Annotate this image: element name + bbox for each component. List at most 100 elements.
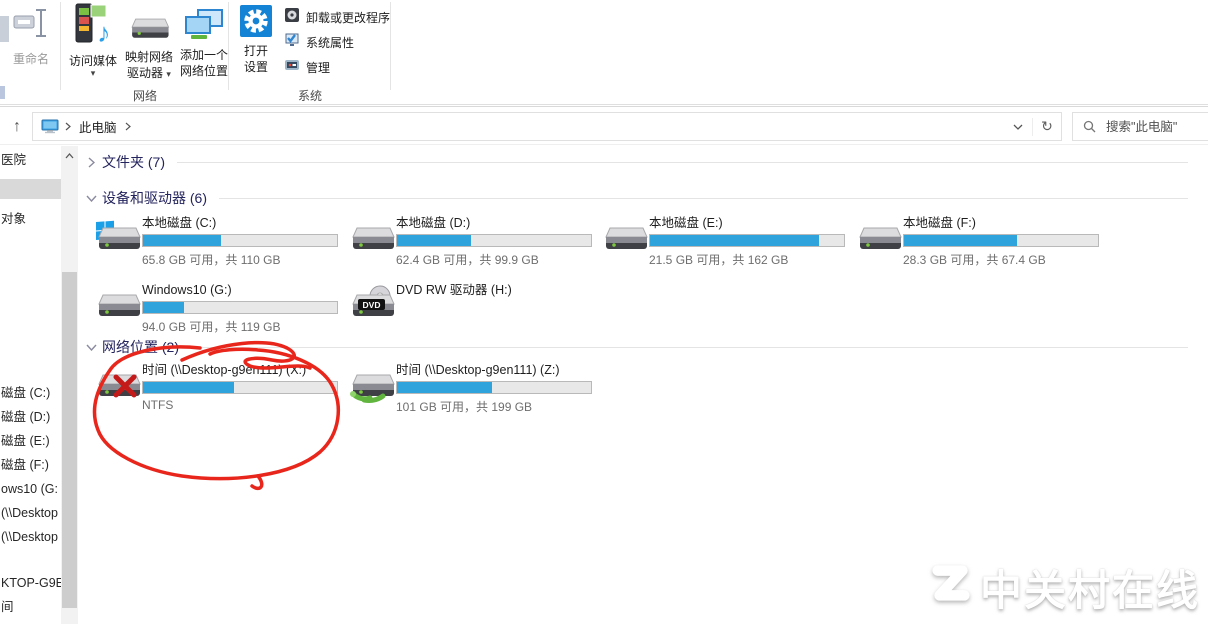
navigate-up-button[interactable]: ↑	[13, 118, 21, 135]
scrollbar-thumb[interactable]	[62, 272, 77, 608]
section-rule	[191, 346, 1188, 348]
drive-tile[interactable]: 本地磁盘 (E:)21.5 GB 可用，共 162 GB	[602, 216, 852, 278]
drive-details: NTFS	[142, 398, 174, 412]
drive-icon	[856, 218, 902, 258]
media-server-icon: ♪	[73, 2, 113, 53]
add-location-label-line1: 添加一个	[179, 48, 228, 62]
net-disconnected-icon	[95, 365, 141, 405]
map-drive-label-line2: 驱动器 ▾	[127, 66, 171, 80]
sidebar-item[interactable]: 磁盘 (D:)	[1, 410, 51, 424]
capacity-bar	[142, 381, 338, 394]
section-header[interactable]: 设备和驱动器 (6)	[84, 188, 1196, 208]
section-header[interactable]: 文件夹 (7)	[84, 152, 1196, 172]
search-box[interactable]	[1072, 112, 1208, 141]
system-group-label: 系统	[297, 89, 322, 103]
sidebar-item[interactable]: 医院	[1, 153, 27, 167]
capacity-bar	[142, 234, 338, 247]
ribbon-separator	[228, 2, 229, 90]
sidebar-scrollbar[interactable]	[61, 146, 78, 624]
search-input[interactable]	[1106, 119, 1206, 134]
add-network-location-button[interactable]: 添加一个 网络位置	[176, 2, 232, 79]
drive-icon	[602, 218, 648, 258]
uninstall-program-button[interactable]: 卸载或更改程序	[284, 6, 390, 28]
address-dropdown-button[interactable]	[1004, 113, 1032, 140]
drive-name: 本地磁盘 (C:)	[142, 216, 217, 230]
svg-text:♪: ♪	[97, 18, 111, 48]
items-view: 文件夹 (7) 设备和驱动器 (6) 本地磁盘 (C:)65.8 GB 可用，共 1…	[78, 146, 1208, 624]
tool-divider	[1032, 117, 1033, 136]
uninstall-label: 卸载或更改程序	[306, 10, 391, 25]
section-rule	[219, 197, 1188, 199]
capacity-bar	[142, 301, 338, 314]
rename-button[interactable]: 重命名	[4, 4, 58, 67]
manage-icon	[284, 57, 300, 78]
sidebar-item[interactable]: (\\Desktop	[1, 530, 58, 544]
drive-tile[interactable]: 时间 (\\Desktop-g9en111) (Z:)101 GB 可用，共 1…	[349, 363, 599, 425]
drive-details: 28.3 GB 可用，共 67.4 GB	[903, 253, 1046, 267]
drive-tile[interactable]: 时间 (\\Desktop-g9en111) (X:) NTFS	[95, 363, 345, 425]
sidebar-item[interactable]	[0, 179, 61, 199]
chevron-down-icon[interactable]	[84, 195, 98, 202]
access-media-button[interactable]: ♪ 访问媒体 ▾	[64, 2, 122, 78]
ribbon: 重命名 ♪ 访问媒体 ▾	[0, 0, 1208, 105]
search-icon	[1083, 120, 1096, 133]
breadcrumb-chevron-icon	[65, 122, 71, 131]
open-settings-label-line1: 打开	[243, 44, 268, 58]
open-settings-button[interactable]: 打开 设置	[234, 5, 278, 75]
clipped-icon-fragment	[0, 16, 9, 42]
drive-name: DVD RW 驱动器 (H:)	[396, 283, 512, 297]
sidebar-item[interactable]: 磁盘 (F:)	[1, 458, 49, 472]
drive-icon	[349, 218, 395, 258]
navigation-pane: 医院对象磁盘 (C:) 磁盘 (D:) 磁盘 (E:) 磁盘 (F:) ows10 (G…	[0, 146, 61, 624]
rename-label: 重命名	[12, 52, 49, 66]
drive-tile[interactable]: 本地磁盘 (C:)65.8 GB 可用，共 110 GB	[95, 216, 345, 278]
drive-name: 本地磁盘 (D:)	[396, 216, 471, 230]
drive-details: 94.0 GB 可用，共 119 GB	[142, 320, 281, 334]
uninstall-icon	[284, 7, 300, 28]
drive-windows-icon	[95, 218, 141, 258]
breadcrumb-this-pc[interactable]: 此电脑	[79, 121, 117, 135]
capacity-bar	[396, 381, 592, 394]
net-connected-icon	[349, 365, 395, 405]
drive-details: 101 GB 可用，共 199 GB	[396, 400, 533, 414]
drive-tile[interactable]: 本地磁盘 (D:)62.4 GB 可用，共 99.9 GB	[349, 216, 599, 278]
open-settings-label-line2: 设置	[243, 60, 268, 74]
section-header[interactable]: 网络位置 (2)	[84, 337, 1196, 357]
section-rule	[177, 161, 1188, 163]
sidebar-item[interactable]: 磁盘 (E:)	[1, 434, 50, 448]
capacity-bar	[649, 234, 845, 247]
scroll-up-arrow-icon[interactable]	[61, 149, 78, 163]
system-properties-button[interactable]: 系统属性	[284, 31, 354, 53]
chevron-down-icon[interactable]	[84, 344, 98, 351]
drive-tile[interactable]: Windows10 (G:)94.0 GB 可用，共 119 GB	[95, 283, 345, 345]
address-bar-row: ↑ 此电脑 ↻	[0, 106, 1208, 145]
manage-label: 管理	[306, 60, 331, 75]
dropdown-caret-icon: ▾	[90, 68, 96, 78]
manage-button[interactable]: 管理	[284, 56, 330, 78]
drive-icon	[95, 285, 141, 325]
drive-name: 时间 (\\Desktop-g9en111) (X:)	[142, 363, 307, 377]
map-network-drive-button[interactable]: 映射网络 驱动器 ▾	[122, 2, 176, 81]
settings-gear-icon	[240, 5, 272, 37]
address-box[interactable]: 此电脑 ↻	[32, 112, 1062, 141]
chevron-right-icon[interactable]	[84, 156, 98, 168]
svg-text:DVD: DVD	[363, 300, 381, 310]
drive-tile[interactable]: DVD DVD RW 驱动器 (H:)	[349, 283, 599, 345]
drive-tile[interactable]: 本地磁盘 (F:)28.3 GB 可用，共 67.4 GB	[856, 216, 1106, 278]
watermark-text: 中关村在线	[979, 567, 1200, 614]
sidebar-item[interactable]: 对象	[1, 212, 27, 226]
drive-name: 本地磁盘 (E:)	[649, 216, 723, 230]
sidebar-item[interactable]: (\\Desktop	[1, 506, 58, 520]
sidebar-item[interactable]: 磁盘 (C:)	[1, 386, 51, 400]
capacity-bar	[396, 234, 592, 247]
sidebar-item[interactable]: KTOP-G9EN	[1, 576, 61, 590]
zol-logo-icon	[930, 562, 972, 614]
section-title: 文件夹 (7)	[102, 154, 165, 170]
watermark: 中关村在线	[930, 557, 1200, 618]
sidebar-item[interactable]: ows10 (G:	[1, 482, 58, 496]
refresh-button[interactable]: ↻	[1041, 118, 1053, 134]
rename-icon	[11, 4, 51, 51]
sidebar-item[interactable]: 间	[1, 600, 14, 614]
section-title: 网络位置 (2)	[102, 339, 179, 355]
